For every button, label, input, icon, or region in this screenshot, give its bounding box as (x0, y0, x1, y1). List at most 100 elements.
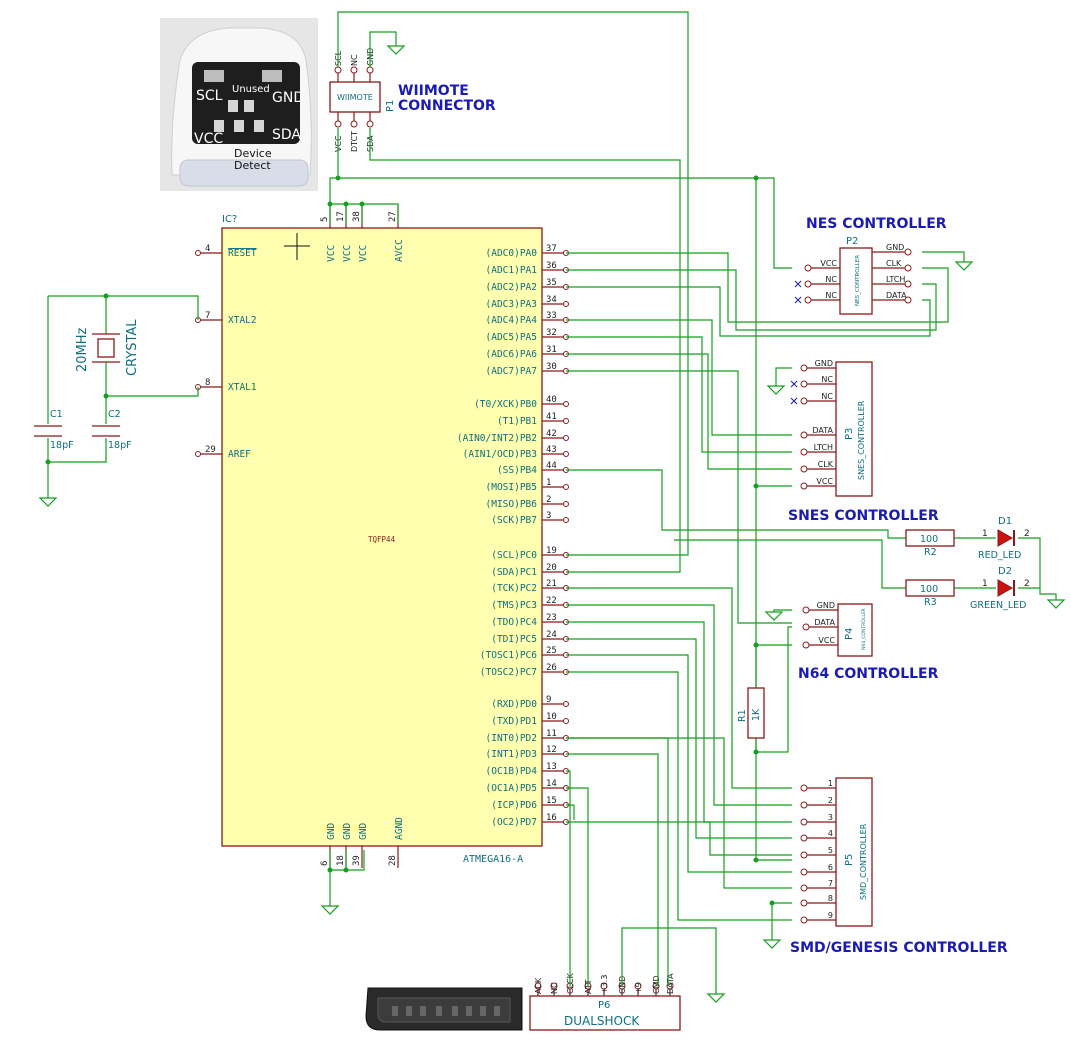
p2-pin-end-2 (804, 296, 812, 304)
atmega16-ic: IC? TQFP44 ATMEGA16-A 37(ADC0)PA036(ADC1… (195, 206, 569, 868)
ic-pin-num-13: 13 (546, 762, 557, 772)
p3-nc-mark-2 (790, 397, 798, 405)
ic-pin-name-aref: AREF (228, 449, 251, 460)
photo-label-device: Device (234, 147, 272, 160)
photo-label-scl: SCL (196, 88, 223, 104)
ic-pin-num-15: 15 (546, 796, 557, 806)
p2-pin-label-ltch-2: LTCH (886, 275, 905, 284)
d1-ref: D1 (998, 516, 1012, 527)
d2-value: GREEN_LED (970, 600, 1026, 611)
ic-pin-name-ss-pb4: (SS)PB4 (497, 465, 537, 476)
photo-label-gnd: GND (272, 90, 304, 106)
p2-pin-end-0 (904, 248, 912, 256)
ic-pin-end-34 (563, 301, 569, 307)
p6-pin-label-ack-0: ACK (534, 977, 543, 994)
p4-pin-label-gnd-0: GND (817, 601, 835, 610)
p3-pin-label-data-3: DATA (812, 426, 833, 435)
p1-ref: P1 (385, 100, 396, 112)
ic-pin-name-int1-pd3: (INT1)PD3 (486, 749, 537, 760)
ic-pin-num-14: 14 (546, 779, 557, 789)
p1-pin-nc: NC (350, 54, 359, 66)
ic-pin-num-25: 25 (546, 646, 557, 656)
ic-pin-name-ain0-int2-pb2: (AIN0/INT2)PB2 (457, 433, 537, 444)
p1-body (329, 81, 381, 113)
p2-body (839, 247, 873, 315)
p2-title: NES CONTROLLER (806, 216, 947, 232)
ic-pin-name-ain1-ocd-pb3: (AIN1/OCD)PB3 (463, 449, 537, 460)
p6-pin-label-nc-1: NC (550, 982, 559, 994)
ic-pin-num-2: 2 (546, 495, 551, 505)
ic-pin-end-4 (195, 250, 201, 256)
ic-pin-end-9 (563, 701, 569, 707)
ic-pin-name-xtal2: XTAL2 (228, 315, 257, 326)
ic-pin-num-20: 20 (546, 563, 557, 573)
p4-body (837, 603, 873, 657)
ic-pin-end-29 (195, 451, 201, 457)
p5-pin-label-8-7: 8 (828, 894, 833, 903)
p5-pin-end-0 (800, 784, 808, 792)
ic-pin-name-tosc1-pc6: (TOSC1)PC6 (480, 650, 537, 661)
photo-label-detect: Detect (234, 159, 271, 172)
p2-ref: P2 (846, 236, 858, 247)
p1-pin-dtct: DTCT (350, 131, 359, 152)
ic-pin-name-bottom-6: GND (326, 823, 337, 840)
ic-pin-num-32: 32 (546, 328, 557, 338)
ic-pin-num-8: 8 (205, 378, 210, 388)
r2-body (905, 529, 955, 547)
ic-pin-num-10: 10 (546, 712, 557, 722)
ic-pin-num-17: 17 (336, 211, 346, 222)
p2-pin-label-nc-1: NC (825, 275, 837, 284)
ic-pin-name-adc7-pa7: (ADC7)PA7 (486, 366, 537, 377)
ic-pin-num-42: 42 (546, 429, 557, 439)
p5-pin-label-1-0: 1 (828, 779, 833, 788)
ic-pin-num-38: 38 (352, 211, 362, 222)
p2-pin-end-1 (904, 264, 912, 272)
p3-ref: P3 (844, 428, 855, 440)
ic-pin-end-3 (563, 517, 569, 523)
ic-pin-name-xtal1: XTAL1 (228, 382, 257, 393)
ic-pin-num-34: 34 (546, 295, 557, 305)
ic-pin-num-26: 26 (546, 663, 557, 673)
ic-pin-name-tms-pc3: (TMS)PC3 (491, 600, 537, 611)
p3-pin-end-3 (800, 431, 808, 439)
p3-title: SNES CONTROLLER (788, 508, 939, 524)
ic-pin-name-int0-pd2: (INT0)PD2 (486, 733, 537, 744)
ic-pin-name-t0-xck-pb0: (T0/XCK)PB0 (474, 399, 537, 410)
p5-pin-label-7-6: 7 (828, 879, 833, 888)
p1-title-line1: WIIMOTE (398, 83, 469, 99)
ic-pin-num-33: 33 (546, 311, 557, 321)
r1-ref: R1 (737, 709, 748, 722)
ic-pin-end-41 (563, 418, 569, 424)
photo-label-unused: Unused (232, 84, 270, 95)
dualshock-plug-photo (362, 980, 524, 1036)
c1-value: 18pF (50, 440, 74, 451)
ic-pin-num-22: 22 (546, 596, 557, 606)
d1-value: RED_LED (978, 550, 1021, 561)
ic-pin-name-bottom-18: GND (342, 823, 353, 840)
d1-pin2: 2 (1024, 529, 1030, 539)
p2-nes-controller: NES CONTROLLER P2 NES_CONTROLLER VCCNCNC… (794, 216, 974, 315)
p3-pin-label-vcc-6: VCC (816, 477, 833, 486)
ic-pin-name-bottom-39: GND (358, 823, 369, 840)
ic-pin-end-43 (563, 451, 569, 457)
ic-pin-num-35: 35 (546, 278, 557, 288)
p2-pin-end-2 (904, 280, 912, 288)
d2-pin2: 2 (1024, 579, 1030, 589)
p5-body (835, 777, 873, 927)
p6-pin-end-1 (550, 982, 558, 990)
ic-pin-name-tck-pc2: (TCK)PC2 (491, 583, 537, 594)
ic-pin-name-miso-pb6: (MISO)PB6 (486, 499, 538, 510)
p4-title: N64 CONTROLLER (798, 666, 939, 682)
ic-pin-name-txd-pd1: (TXD)PD1 (491, 716, 537, 727)
ic-pin-num-30: 30 (546, 362, 557, 372)
ic-pin-num-39: 39 (352, 855, 362, 866)
p5-pin-label-3-2: 3 (828, 813, 833, 822)
ic-right-pins: 37(ADC0)PA036(ADC1)PA135(ADC2)PA234(ADC3… (457, 244, 569, 828)
ic-pin-name-tdo-pc4: (TDO)PC4 (491, 617, 537, 628)
ic-pin-name-oc2-pd7: (OC2)PD7 (491, 817, 537, 828)
ic-pin-name-adc0-pa0: (ADC0)PA0 (486, 248, 538, 259)
ic-power-wiring (320, 177, 756, 915)
p6-pin-end-0 (534, 982, 542, 990)
